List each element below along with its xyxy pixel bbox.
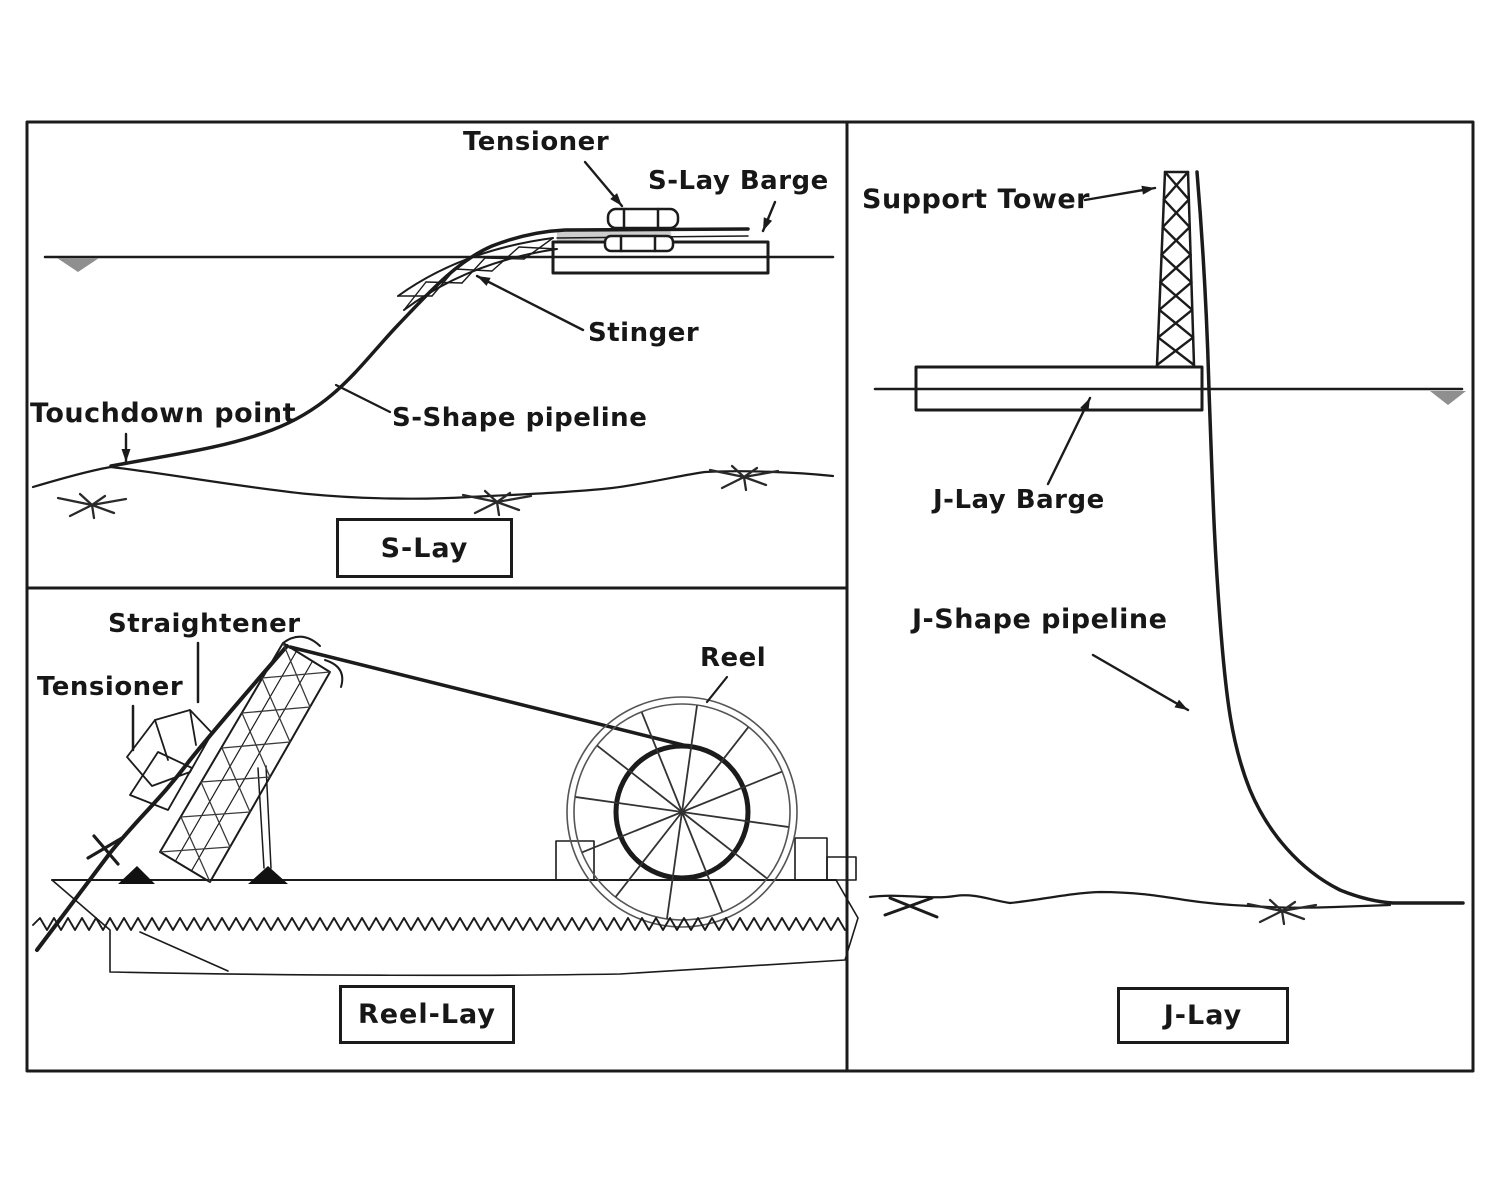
- s-lay-seabed: [31, 465, 835, 500]
- label-s-shape-pipeline: S-Shape pipeline: [392, 403, 648, 433]
- water-surface-marker-icon: [57, 258, 99, 272]
- label-support-tower: Support Tower: [862, 184, 1090, 215]
- vessel-hull: [51, 837, 859, 977]
- s-lay-drawing: [31, 207, 835, 500]
- water-surface-marker-icon: [1430, 391, 1466, 405]
- tensioner-unit: [603, 207, 680, 253]
- label-tensioner-reellay: Tensioner: [37, 672, 184, 702]
- label-slay-barge: S-Lay Barge: [648, 166, 829, 196]
- label-straightener: Straightener: [108, 609, 301, 639]
- j-lay-barge-hull: [914, 365, 1204, 412]
- label-touchdown-point: Touchdown point: [30, 398, 297, 429]
- j-lay-drawing: [868, 170, 1466, 919]
- ramp-foot: [248, 866, 288, 884]
- label-jlay-barge: J-Lay Barge: [933, 485, 1105, 515]
- support-tower-truss: [1155, 170, 1196, 367]
- panel-frame: [25, 120, 1475, 1073]
- label-reel: Reel: [700, 643, 767, 673]
- caption-reel-lay: Reel-Lay: [339, 985, 515, 1044]
- caption-s-lay: S-Lay: [336, 518, 513, 578]
- label-j-shape-pipeline: J-Shape pipeline: [912, 604, 1168, 635]
- stinger-truss: [397, 237, 558, 311]
- label-tensioner-slay: Tensioner: [463, 127, 610, 157]
- reel-lay-pipeline-line: [35, 644, 289, 952]
- label-stinger: Stinger: [588, 318, 700, 348]
- caption-j-lay: J-Lay: [1117, 987, 1289, 1044]
- ramp-tensioner-box: [126, 709, 213, 811]
- j-shape-pipeline-line: [1195, 170, 1465, 905]
- seabed-anchor-mark: [883, 896, 939, 919]
- s-shape-pipeline-line: [109, 227, 750, 468]
- reel-lay-drawing: [35, 635, 859, 977]
- ramp-foot: [118, 866, 155, 884]
- pipe-clamp-mark: [86, 834, 124, 866]
- generated-detail-lines: [32, 160, 1318, 931]
